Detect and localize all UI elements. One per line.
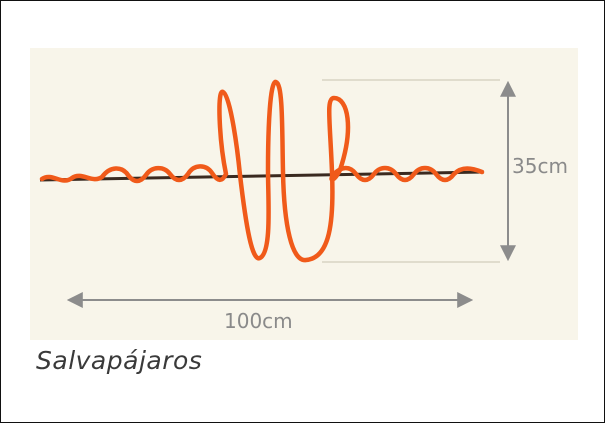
deterrent-wire (39, 79, 485, 263)
caption: Salvapájaros (36, 346, 203, 375)
diagram-background (30, 48, 578, 340)
height-label: 35cm (512, 154, 568, 178)
rod (39, 170, 485, 182)
width-label: 100cm (224, 309, 293, 333)
